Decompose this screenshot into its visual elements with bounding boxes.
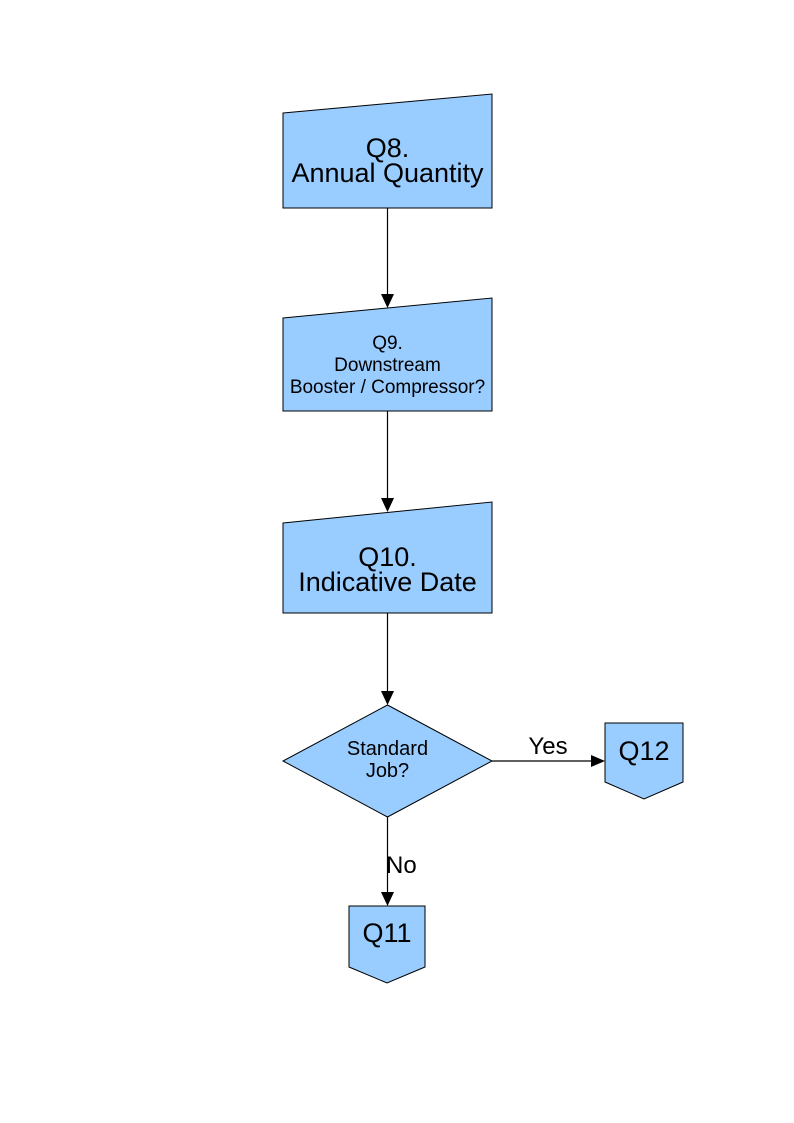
node-q10: Q10. Indicative Date <box>282 501 493 614</box>
node-q12-label: Q12 <box>618 736 669 766</box>
off-page-connector-shape <box>604 722 684 800</box>
arrowhead-icon <box>381 691 394 705</box>
node-q8: Q8. Annual Quantity <box>282 93 493 209</box>
node-q10-label-line2: Indicative Date <box>298 567 477 597</box>
arrowhead-icon <box>591 755 605 767</box>
node-q9-label-line3: Booster / Compressor? <box>290 377 485 398</box>
edge-decision-q11: No <box>381 817 417 906</box>
edge-label-yes: Yes <box>528 733 567 760</box>
edge-q10-decision <box>381 613 394 705</box>
node-q9-label-line1: Q9. <box>372 333 403 354</box>
edge-q8-q9 <box>381 208 394 308</box>
edge-q9-q10 <box>381 411 394 512</box>
node-standard-job: Standard Job? <box>281 704 494 818</box>
manual-input-shape <box>282 93 493 209</box>
edge-label-no: No <box>386 852 417 879</box>
arrowhead-icon <box>381 892 394 906</box>
node-q10-label-line1: Q10. <box>358 542 417 572</box>
node-q12: Q12 <box>604 722 684 800</box>
off-page-connector-shape <box>348 905 426 984</box>
manual-input-shape <box>282 501 493 614</box>
node-q8-label-line2: Annual Quantity <box>291 158 484 188</box>
manual-input-shape <box>282 297 493 412</box>
edge-decision-q12: Yes <box>492 733 605 767</box>
decision-label-line1: Standard <box>347 738 428 760</box>
node-q11: Q11 <box>348 905 426 984</box>
node-q11-label: Q11 <box>362 918 411 948</box>
node-q8-label-line1: Q8. <box>366 133 410 163</box>
node-q9: Q9. Downstream Booster / Compressor? <box>282 297 493 412</box>
decision-label-line2: Job? <box>366 760 409 782</box>
node-q9-label-line2: Downstream <box>334 355 441 376</box>
arrowhead-icon <box>381 294 394 308</box>
arrowhead-icon <box>381 498 394 512</box>
